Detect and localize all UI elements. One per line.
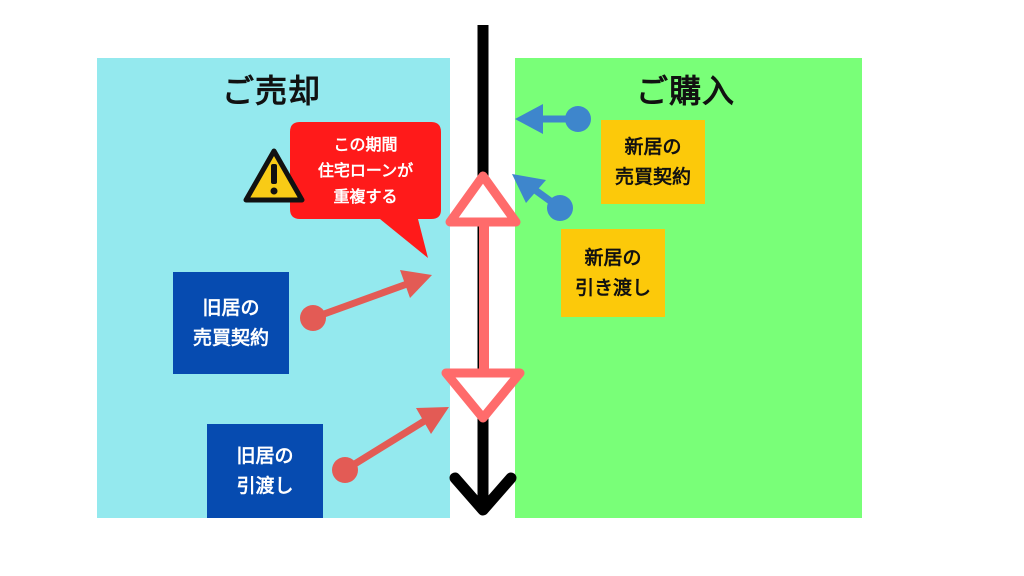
warning-text: この期間 住宅ローンが 重複する bbox=[317, 135, 414, 206]
old-contract-box: 旧居の 売買契約 bbox=[173, 272, 289, 374]
warning-callout bbox=[290, 122, 441, 258]
warning-icon bbox=[243, 148, 305, 203]
sell-title: ご売却 bbox=[222, 72, 322, 110]
overlap-start-triangle bbox=[445, 171, 521, 227]
new-handover-box: 新居の 引き渡し bbox=[561, 229, 665, 317]
new-contract-arrow bbox=[515, 104, 591, 134]
timeline-arrowhead bbox=[449, 472, 517, 516]
old-contract-arrow bbox=[300, 270, 432, 331]
overlap-end-triangle bbox=[441, 368, 525, 423]
old-handover-arrow bbox=[332, 407, 449, 483]
buy-title: ご購入 bbox=[636, 72, 736, 110]
old-handover-box: 旧居の 引渡し bbox=[207, 424, 323, 518]
new-handover-arrow bbox=[512, 174, 573, 221]
new-contract-box: 新居の 売買契約 bbox=[601, 120, 705, 204]
